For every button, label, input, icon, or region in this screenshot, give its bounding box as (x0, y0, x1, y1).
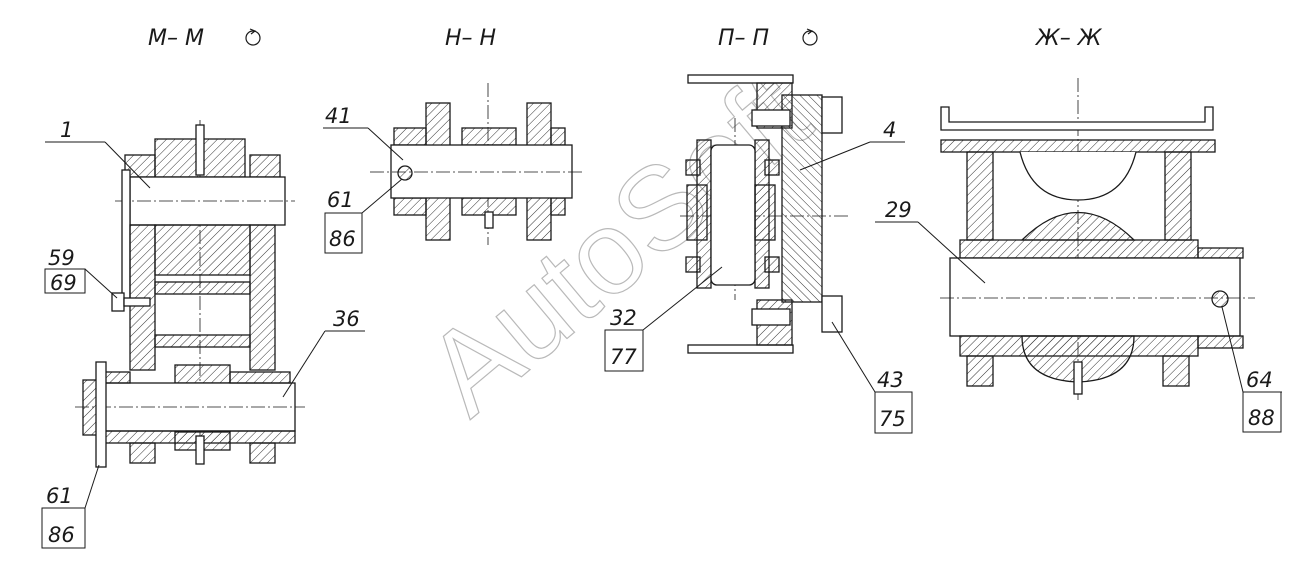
callout-label: 75 (879, 407, 906, 431)
callout-29 (875, 221, 986, 284)
callout-61-86 (41, 464, 100, 549)
callout-label: 4 (883, 118, 896, 142)
callout-59-69 (44, 268, 118, 299)
callout-label: 41 (325, 104, 352, 128)
callout-41 (323, 127, 404, 161)
callout-4 (799, 141, 905, 171)
view-title-zh: Ж– Ж (1034, 26, 1103, 51)
section-view-p (680, 74, 850, 354)
callout-label: 77 (610, 345, 637, 369)
section-view-zh (940, 78, 1255, 400)
callout-label: 64 (1246, 368, 1273, 392)
callout-label: 61 (46, 484, 73, 508)
callout-label: 86 (48, 523, 75, 547)
view-title-n: Н– Н (445, 26, 496, 51)
callout-36 (282, 330, 365, 398)
view-title-p: П– П (718, 26, 769, 51)
callout-label: 36 (333, 307, 360, 331)
callout-label: 1 (60, 118, 73, 142)
callout-1 (45, 141, 151, 189)
rotation-mark-icon (802, 28, 818, 46)
callout-64-88 (1221, 306, 1282, 433)
callout-label: 61 (327, 188, 354, 212)
callout-label: 32 (610, 306, 637, 330)
callout-label: 69 (50, 271, 77, 295)
callout-label: 29 (885, 198, 912, 222)
rotation-mark-icon (245, 28, 261, 46)
callout-label: 59 (48, 246, 75, 270)
callout-label: 43 (877, 368, 904, 392)
callout-label: 88 (1248, 406, 1275, 430)
view-title-m: М– М (148, 26, 204, 51)
callout-61-86 (324, 178, 403, 254)
callout-32-77 (604, 266, 723, 372)
section-view-n (370, 83, 585, 245)
section-view-m (75, 120, 305, 468)
callout-label: 86 (329, 227, 356, 251)
callout-43-75 (831, 321, 913, 434)
